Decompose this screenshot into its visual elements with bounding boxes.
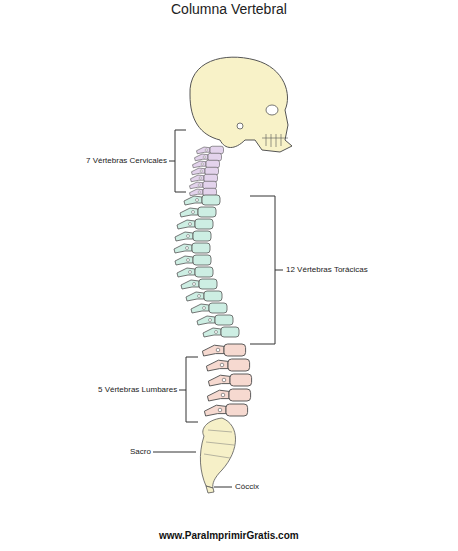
cervical-vertebrae <box>190 146 224 196</box>
region-label: 12 Vértebras Torácicas <box>286 264 368 276</box>
thoracic-vertebrae <box>174 195 239 337</box>
skull <box>190 57 292 152</box>
part-label: Cóccix <box>235 481 259 493</box>
part-label: Sacro <box>130 446 151 458</box>
region-label: 5 Vértebras Lumbares <box>98 384 177 396</box>
brackets <box>153 130 283 487</box>
watermark: www.ParaImprimirGratis.com <box>159 530 299 542</box>
title: Columna Vertebral <box>171 0 287 18</box>
region-label: 7 Vértebras Cervicales <box>86 155 167 167</box>
sacrum-coccyx <box>200 418 235 493</box>
lumbar-vertebrae <box>202 344 251 416</box>
